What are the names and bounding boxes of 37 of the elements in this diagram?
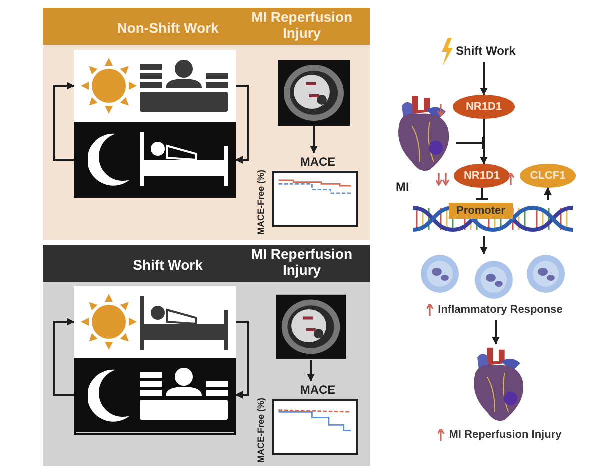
gene-ellipse: CLCF1 [520,164,576,188]
cause-label: Shift Work [456,40,526,62]
panel [43,8,370,240]
chart-title: MACE [299,154,337,171]
gene-ellipse: NR1D1 [453,95,515,119]
promoter-label: Promoter [449,203,513,219]
arrow [544,187,552,200]
panel [43,245,370,466]
heading-text: MI Reperfusion Injury [250,246,354,278]
night-panel [74,358,236,432]
arrow [480,119,488,165]
arrow [235,321,249,399]
arrow [53,318,75,396]
response-label: Inflammatory Response [438,303,563,318]
axis-label: MACE-Free (%) [256,398,267,464]
heading-text: Shift Work [132,256,204,275]
mri-scan-picture [276,294,346,360]
heading-text: Non-Shift Work [116,19,220,38]
arrow [307,360,315,382]
arrow [480,236,488,255]
outcome-label: MI Reperfusion Injury [449,428,562,443]
axis-label: MACE-Free (%) [256,170,267,236]
night-panel [74,122,236,198]
heart-label: MI [396,179,410,196]
inhibition-line [456,137,484,149]
chart-title: MACE [299,382,337,399]
mri-scan-picture [278,60,350,126]
day-panel [74,50,236,122]
arrow [492,320,500,345]
inhibition-line [476,188,488,200]
heading-text: MI Reperfusion Injury [250,9,354,41]
arrow [53,82,75,161]
arrow [480,62,488,96]
arrow [310,126,318,154]
gene-ellipse: NR1D1 [454,164,510,188]
day-panel [74,286,236,358]
arrow [235,85,249,164]
